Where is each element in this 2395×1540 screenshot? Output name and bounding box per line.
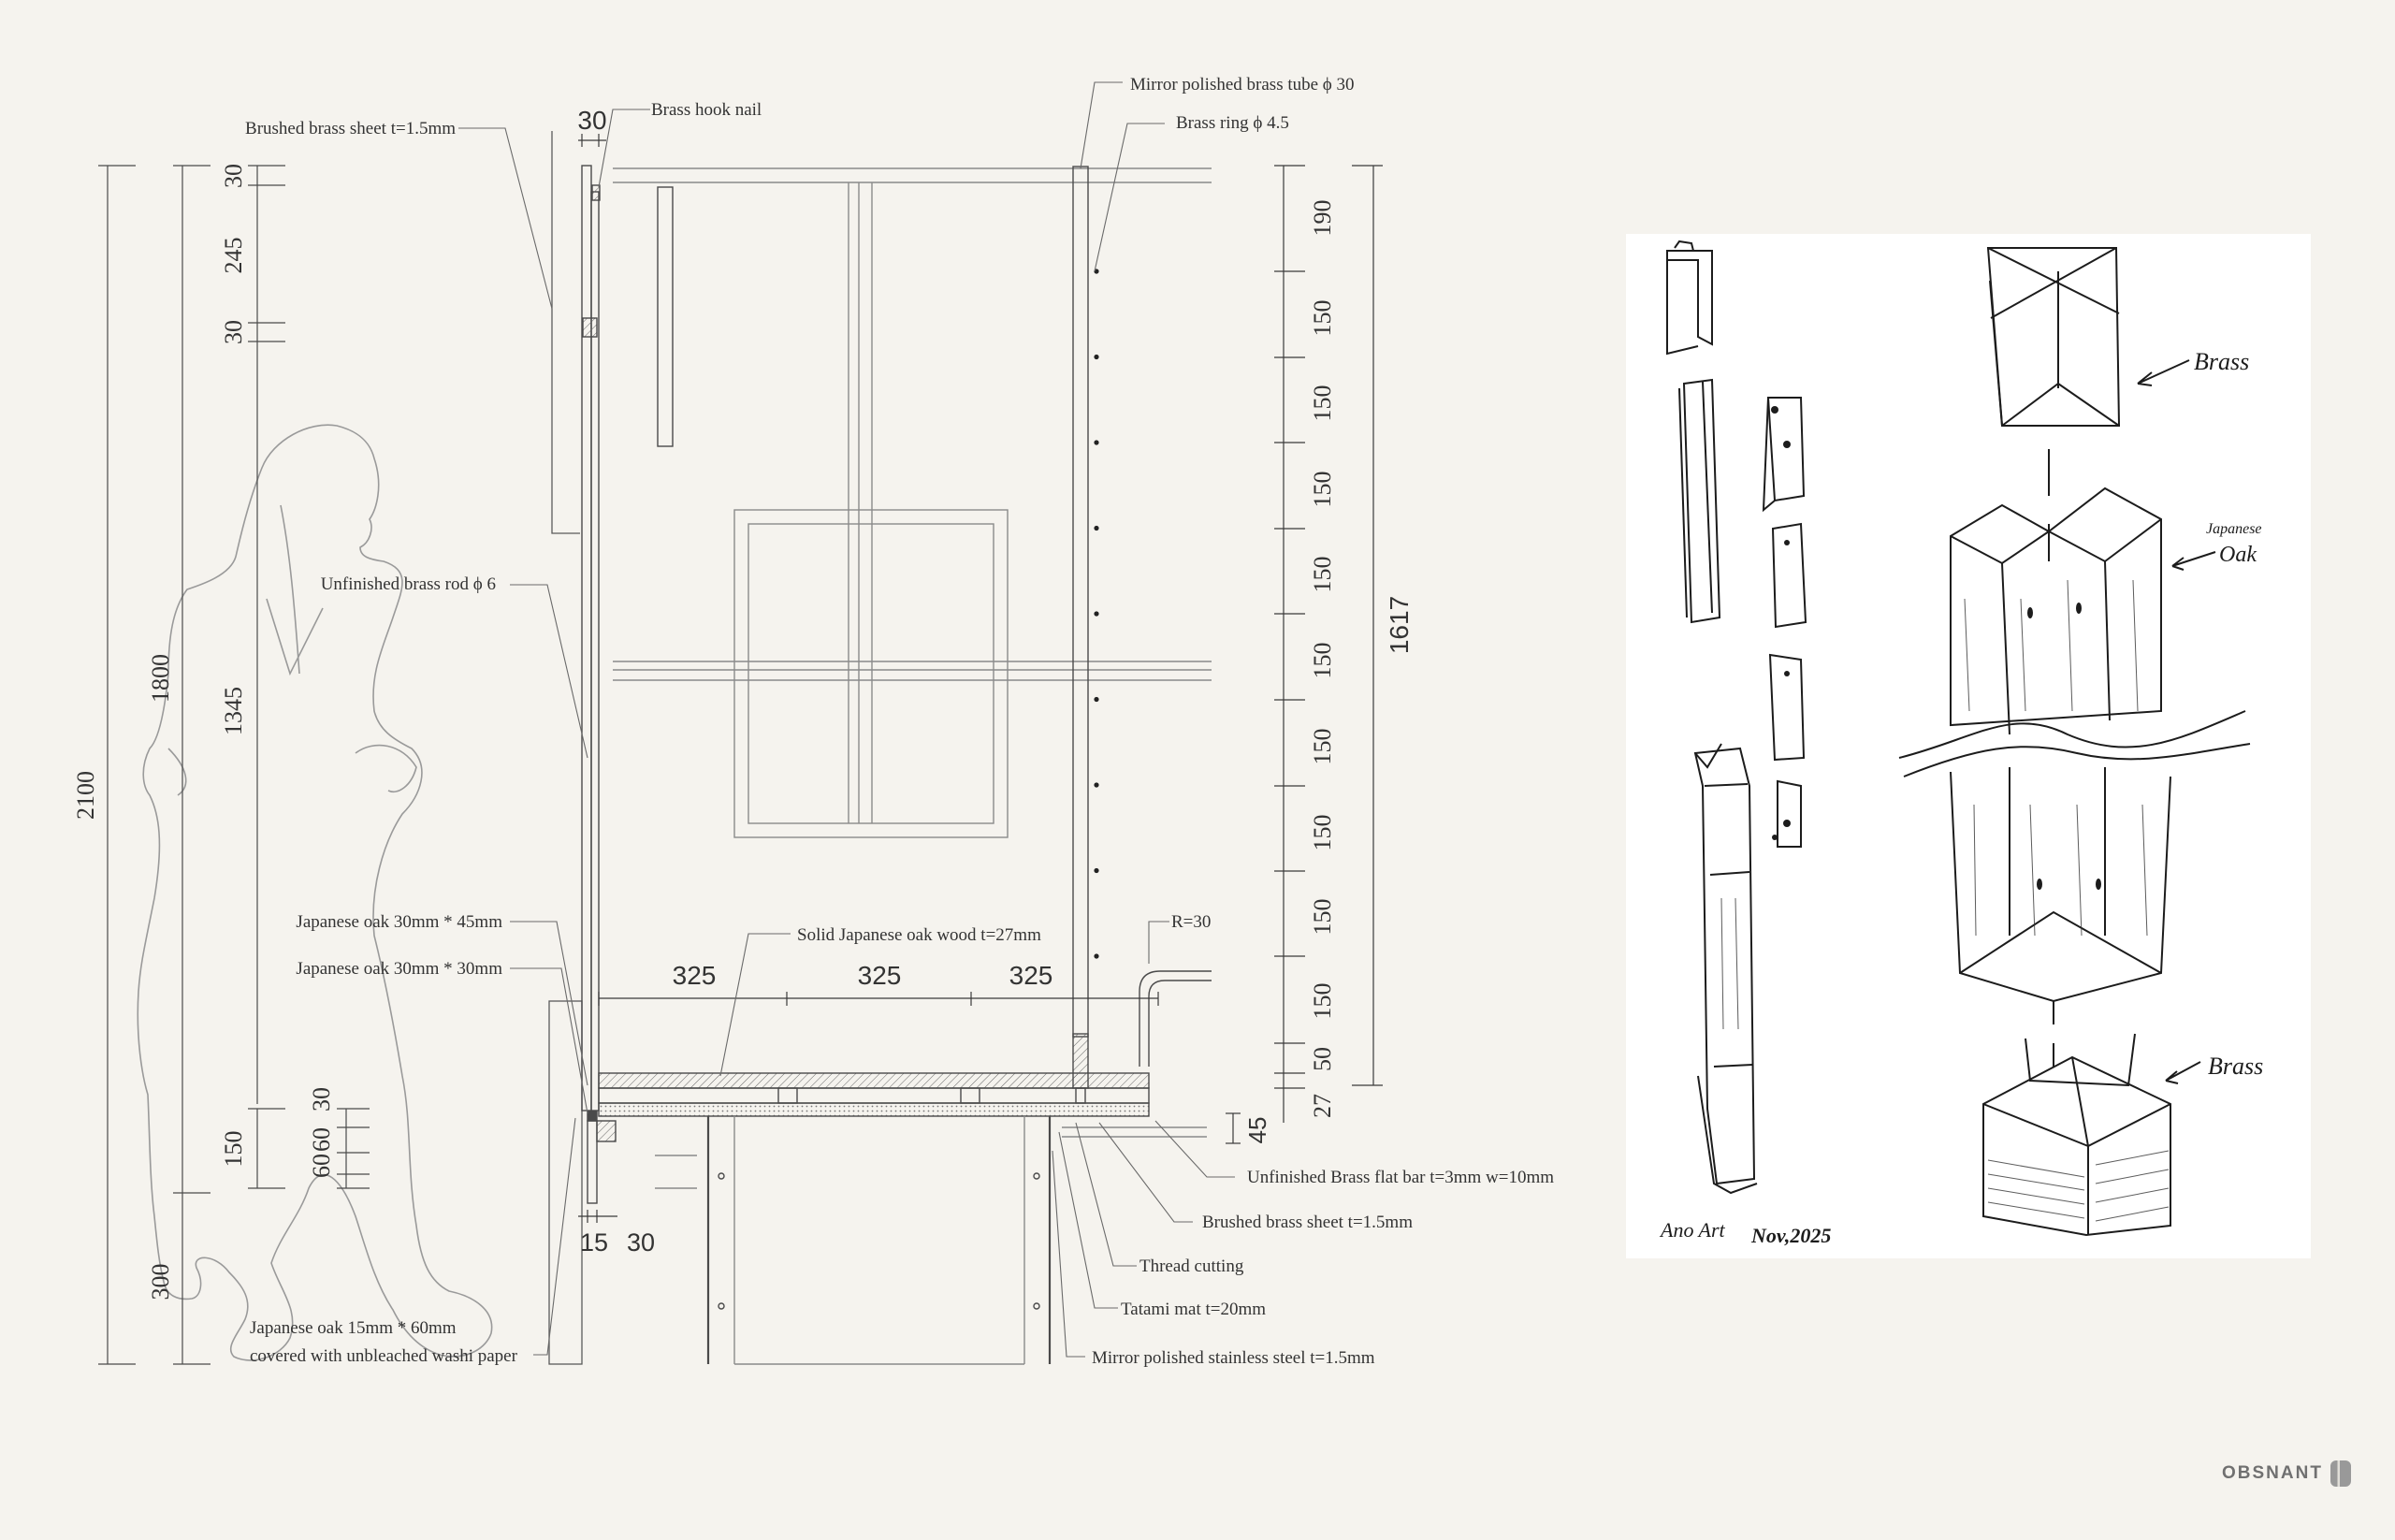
sketch-column-explode xyxy=(1898,247,2251,1237)
brass-ring-dot xyxy=(1094,867,1099,874)
callout-labels: Brushed brass sheet t=1.5mm Brass hook n… xyxy=(245,75,1554,1368)
brass-ring-dot xyxy=(1094,354,1099,360)
sketch-date: Nov,2025 xyxy=(1750,1224,1831,1247)
label-brass-hook-nail: Brass hook nail xyxy=(651,100,762,120)
label-unfinished-flat-bar: Unfinished Brass flat bar t=3mm w=10mm xyxy=(1247,1168,1554,1187)
dim-right-series: 27 xyxy=(1309,1094,1336,1118)
sketch-label-oak: Oak xyxy=(2219,543,2257,567)
dim-right-series: 150 xyxy=(1309,899,1336,936)
sketch-holes xyxy=(2027,603,2101,890)
label-thread-cutting: Thread cutting xyxy=(1139,1257,1244,1276)
dim-upper: 1345 xyxy=(220,687,247,735)
right-series-dimensions: 190 150 150 150 150 150 150 150 150 150 50 27 xyxy=(1309,200,1336,1119)
label-solid-oak: Solid Japanese oak wood t=27mm xyxy=(797,925,1041,945)
brass-ring-dot xyxy=(1094,525,1099,531)
dim-span-1: 325 xyxy=(673,961,717,990)
sketch-label-brass-bottom: Brass xyxy=(2208,1053,2263,1080)
dim-right-series: 150 xyxy=(1309,983,1336,1020)
dim-right-series: 150 xyxy=(1309,472,1336,508)
sketch-label-japanese: Japanese xyxy=(2206,521,2262,537)
brass-ring-dot xyxy=(1094,953,1099,959)
dim-right-series: 150 xyxy=(1309,643,1336,679)
sketch-parts-dots xyxy=(1771,406,1791,840)
sketch-annotation-arrows xyxy=(2137,359,2216,1084)
brass-ring-dot xyxy=(1094,611,1099,617)
right-dimension-lines xyxy=(1274,165,1383,1123)
dim-45: 45 xyxy=(1243,1117,1271,1144)
callout-leaders xyxy=(458,81,1235,1358)
sketch-small-parts xyxy=(1666,240,1807,1195)
brand-logo-text: OBSNANT xyxy=(2222,1463,2323,1483)
dim-person-height: 1800 xyxy=(147,654,174,703)
brand-logo: OBSNANT xyxy=(2222,1460,2351,1488)
dim-right-series: 150 xyxy=(1309,300,1336,337)
brass-ring-markers xyxy=(1094,269,1099,959)
dim-right-series: 150 xyxy=(1309,385,1336,422)
label-brushed-brass-sheet-bottom: Brushed brass sheet t=1.5mm xyxy=(1202,1213,1413,1232)
label-brass-ring: Brass ring ϕ 4.5 xyxy=(1176,113,1289,133)
left-wall-panels xyxy=(548,131,583,1365)
left-dimensions: 2100 1800 300 1345 xyxy=(72,654,247,1300)
dim-right-series: 150 xyxy=(1309,557,1336,593)
label-tatami: Tatami mat t=20mm xyxy=(1121,1300,1266,1319)
sketch-signature: Ano Art xyxy=(1659,1218,1726,1242)
screen-structure xyxy=(581,165,1212,1365)
dim-right-series: 190 xyxy=(1309,200,1336,237)
dim-left-small-t30: 30 xyxy=(220,164,247,188)
dim-span-3: 325 xyxy=(1009,961,1053,990)
dim-left-small-b60b: 60 xyxy=(308,1154,335,1178)
brass-ring-dot xyxy=(1094,696,1099,703)
label-oak-30x30: Japanese oak 30mm * 30mm xyxy=(296,959,502,979)
dim-right-series: 150 xyxy=(1309,815,1336,851)
span-dimension-line xyxy=(578,134,1241,1223)
dim-right-total: 1617 xyxy=(1385,596,1414,654)
label-mirror-brass-tube: Mirror polished brass tube ϕ 30 xyxy=(1130,75,1355,94)
label-unfinished-brass-rod: Unfinished brass rod ϕ 6 xyxy=(321,574,496,594)
dim-bottom-width-2: 30 xyxy=(627,1228,655,1257)
label-radius: R=30 xyxy=(1171,912,1211,932)
dim-bottom-width-1: 15 xyxy=(580,1228,608,1257)
dim-total-height: 2100 xyxy=(72,771,99,820)
sketch-shading xyxy=(1720,579,2170,1222)
label-oak-30x45: Japanese oak 30mm * 45mm xyxy=(296,912,502,932)
label-mirror-steel: Mirror polished stainless steel t=1.5mm xyxy=(1092,1348,1375,1368)
dim-right-series: 50 xyxy=(1309,1047,1336,1071)
brass-ring-dot xyxy=(1094,782,1099,788)
label-oak-washi-2: covered with unbleached washi paper xyxy=(250,1346,518,1366)
sketch-paper xyxy=(1626,234,2311,1258)
label-brushed-brass-sheet-top: Brushed brass sheet t=1.5mm xyxy=(245,119,456,138)
left-dimension-lines xyxy=(98,165,370,1365)
dim-base: 300 xyxy=(147,1264,174,1300)
dim-left-small-b60a: 60 xyxy=(308,1127,335,1152)
brass-ring-dot xyxy=(1094,440,1099,445)
dim-span-2: 325 xyxy=(858,961,902,990)
dim-top-width: 30 xyxy=(577,106,606,135)
dim-left-small-b150: 150 xyxy=(220,1131,247,1168)
dim-left-small-b30: 30 xyxy=(308,1087,335,1111)
dim-right-series: 150 xyxy=(1309,729,1336,765)
sketch-panel: Brass Japanese Oak Brass Ano Art Nov,202… xyxy=(1626,234,2311,1258)
sketch-label-brass-top: Brass xyxy=(2194,348,2249,375)
human-figure xyxy=(137,424,493,1361)
dim-left-small-t30b: 30 xyxy=(220,320,247,344)
label-oak-washi-1: Japanese oak 15mm * 60mm xyxy=(250,1318,457,1338)
logo-mark-icon xyxy=(2330,1460,2351,1487)
dim-left-small-t245: 245 xyxy=(220,238,247,274)
